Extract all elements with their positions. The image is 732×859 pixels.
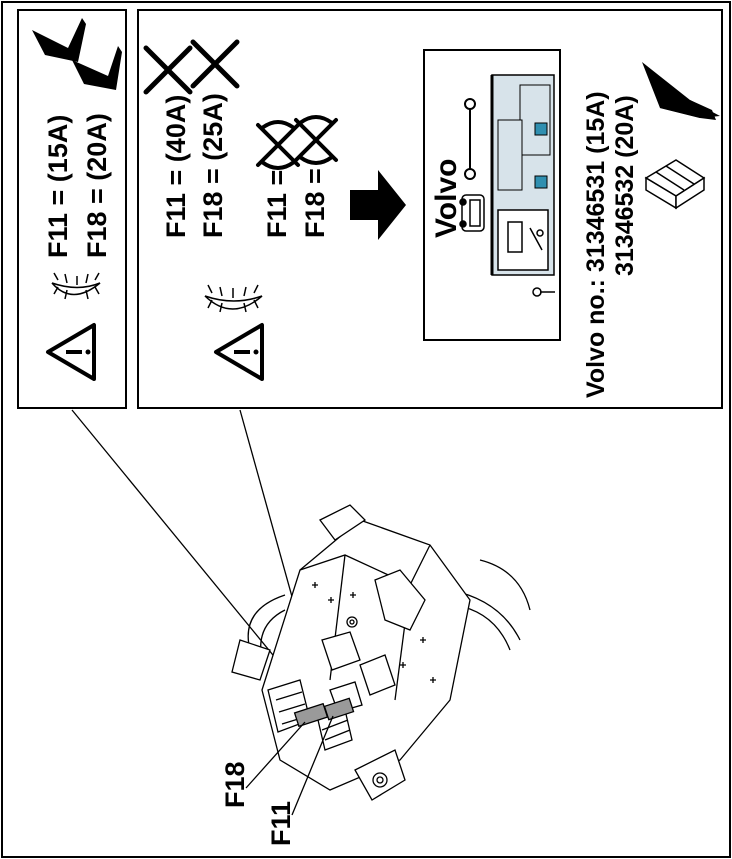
workshop-brand-label: Volvo xyxy=(430,159,463,238)
garage-door xyxy=(497,209,549,271)
fuse-f11-highlight xyxy=(323,697,355,721)
service-sign-icon xyxy=(534,175,548,189)
check-mark-icon xyxy=(72,46,122,90)
cross-mark-icon xyxy=(294,115,338,165)
mechanic-icon xyxy=(507,221,544,253)
service-sign-icon xyxy=(534,122,548,136)
cross-mark-icon xyxy=(143,45,193,95)
car-icon xyxy=(459,194,485,232)
cross-mark-icon xyxy=(256,120,300,170)
part-number-line-2: 31346532 (20A) xyxy=(611,95,639,276)
warning-triangle-icon xyxy=(46,323,96,381)
empty-f18-label: F18 = xyxy=(300,168,330,238)
panel-correct-fuses: F11 = (15A) F18 = (20A) xyxy=(17,9,127,409)
eye-icon xyxy=(51,272,101,300)
wrong-f18-label: F18 = (25A) xyxy=(198,93,228,238)
eye-icon xyxy=(204,284,263,313)
workshop-illustration: Volvo xyxy=(423,49,561,341)
correct-f11-label: F11 = (15A) xyxy=(43,115,73,258)
wrong-f11-label: F11 = (40A) xyxy=(161,95,191,238)
panel-wrong-fuses: F11 = (40A) F18 = (25A) F11 = F18 = xyxy=(137,9,723,409)
warning-triangle-icon xyxy=(214,323,264,381)
signpost-icon xyxy=(532,287,555,297)
part-number-line-1: Volvo no.: 31346531 (15A) xyxy=(582,91,610,398)
fuse-box-drawing xyxy=(231,504,531,801)
fuse-icon xyxy=(644,159,706,210)
cross-mark-icon xyxy=(190,39,240,89)
wrench-icon xyxy=(464,98,476,180)
check-mark-icon xyxy=(32,18,86,62)
fuse-callout-lines xyxy=(245,715,334,816)
fuse-label-f11: F11 xyxy=(266,801,296,846)
arrow-down-icon xyxy=(350,170,406,240)
empty-f11-label: F11 = xyxy=(262,170,292,238)
correct-f18-label: F18 = (20A) xyxy=(82,113,112,258)
fuse-label-f18: F18 xyxy=(220,761,250,808)
